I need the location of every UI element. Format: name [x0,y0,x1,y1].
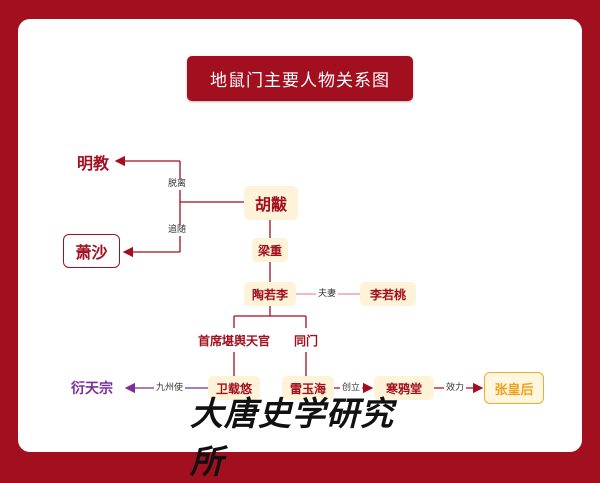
node-taoruoli: 陶若李 [244,282,296,306]
node-hanyatang: 寒鸦堂 [374,376,434,400]
node-xiaosha: 萧沙 [63,234,120,268]
node-tongmen: 同门 [293,333,318,348]
edge-label-chuangli: 创立 [340,383,363,394]
edge-label-jiuzhoushi: 九州使 [154,383,186,394]
node-hudan: 胡黻 [244,186,298,220]
node-leiyuhai: 雷玉海 [282,376,334,400]
edge-label-fuqi: 夫妻 [316,289,339,300]
edge-label-zhuisui: 追随 [166,225,189,236]
edge-label-xiaoli: 效力 [444,383,467,394]
edge-label-tuoli: 脱离 [166,179,189,190]
node-shouxi: 首席堪舆天官 [197,333,270,348]
node-liangzhong: 梁重 [252,238,288,262]
node-zhanghuanghou: 张皇后 [484,372,544,404]
node-weizaiyou: 卫载悠 [208,376,260,400]
node-yantianzong: 衍天宗 [71,381,113,397]
footer-logo-text: 大唐史学研究所 [190,393,394,481]
node-liruotao: 李若桃 [360,282,416,306]
page-title: 地鼠门主要人物关系图 [187,56,413,101]
node-mingjiao: 明教 [76,154,109,173]
